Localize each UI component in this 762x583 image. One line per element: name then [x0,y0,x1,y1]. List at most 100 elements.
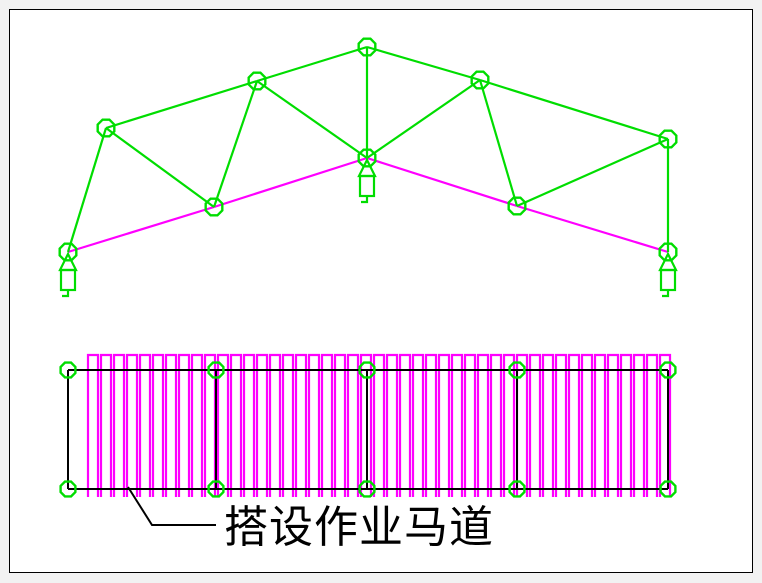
support-symbol-group [58,157,678,298]
scaffold-rung [307,353,321,497]
support-hook [662,290,670,298]
right-diagonal-a [516,137,669,208]
support-hook [62,290,70,298]
scaffold-node [659,480,677,498]
scaffold-group [59,353,677,498]
scaffold-rung [281,353,295,497]
scaffold-rung [528,353,542,497]
left-top-chord-upper [256,45,368,83]
support-triangle [58,251,78,272]
support-triangle [357,157,377,178]
scaffold-rung [424,353,438,497]
truss-node [96,118,116,138]
truss-node [357,148,377,168]
scaffold-node [207,480,225,498]
left-top-chord-lower [105,79,258,130]
scaffold-rung [125,353,139,497]
drawing-canvas-border [9,9,753,573]
scaffold-rung [86,353,100,497]
scaffold-rung [450,353,464,497]
scaffold-rung [541,353,555,497]
scaffold-rung [268,353,282,497]
support-triangle [658,251,678,272]
scaffold-rung [476,353,490,497]
scaffold-rung [619,353,633,497]
support-base-box [358,174,376,198]
scaffold-node [358,361,376,379]
annotation-leader-group [127,486,216,526]
scaffold-rung [138,353,152,497]
truss-bottom-chord-group [67,156,669,254]
scaffold-rung [346,353,360,497]
truss-node [658,129,678,149]
scaffold-rung [372,353,386,497]
left-bottom-tie-1 [67,205,215,254]
scaffold-node [659,361,677,379]
scaffold-rung [177,353,191,497]
truss-node [204,197,224,217]
truss-node [247,71,267,91]
annotation-label: 搭设作业马道 [224,503,494,552]
scaffold-rung [320,353,334,497]
scaffold-rung [593,353,607,497]
scaffold-node [59,480,77,498]
scaffold-rung [112,353,126,497]
scaffold-rung [502,353,516,497]
right-diagonal-c [366,79,481,159]
left-diagonal-c [256,80,368,159]
left-diagonal-a [105,127,215,208]
scaffold-node [59,361,77,379]
support-base-box [59,268,77,292]
left-bottom-tie-2 [213,156,368,209]
scaffold-rung [580,353,594,497]
scaffold-rung [658,353,672,497]
right-top-chord-lower [479,78,669,141]
annotation-leader-line [127,486,216,526]
support-right [658,251,678,298]
scaffold-rung [333,353,347,497]
truss-node [470,70,490,90]
scaffold-rung [632,353,646,497]
truss-node [507,196,527,216]
scaffold-rung [255,353,269,497]
scaffold-rung [216,353,230,497]
support-base-box [659,268,677,292]
scaffold-rung [411,353,425,497]
scaffold-node [358,480,376,498]
truss-member-group [66,45,670,253]
scaffold-rung [437,353,451,497]
support-hook [361,196,369,204]
scaffold-rung [489,353,503,497]
support-center [357,157,377,204]
right-bottom-tie-2 [516,204,669,254]
left-vertical-post [66,127,108,253]
truss-node [58,242,78,262]
scaffold-rung [606,353,620,497]
scaffold-rung [242,353,256,497]
scaffold-rung [164,353,178,497]
scaffold-rung [359,353,373,497]
scaffold-rung [151,353,165,497]
scaffold-rung [190,353,204,497]
scaffold-rung [398,353,412,497]
scaffold-rung [99,353,113,497]
scaffold-rung [229,353,243,497]
scaffold-node [508,361,526,379]
scaffold-rung [567,353,581,497]
scaffold-rung [554,353,568,497]
right-diagonal-b [478,79,519,207]
scaffold-rung [385,353,399,497]
scaffold-rung [645,353,659,497]
truss-node [658,242,678,262]
truss-node-group [58,37,678,262]
truss-node [357,37,377,57]
right-top-chord-upper [366,45,481,82]
support-left [58,251,78,298]
scaffold-node [207,361,225,379]
scaffold-rung [463,353,477,497]
scaffold-rung [294,353,308,497]
scaffold-node [508,480,526,498]
right-bottom-tie-1 [366,156,518,208]
